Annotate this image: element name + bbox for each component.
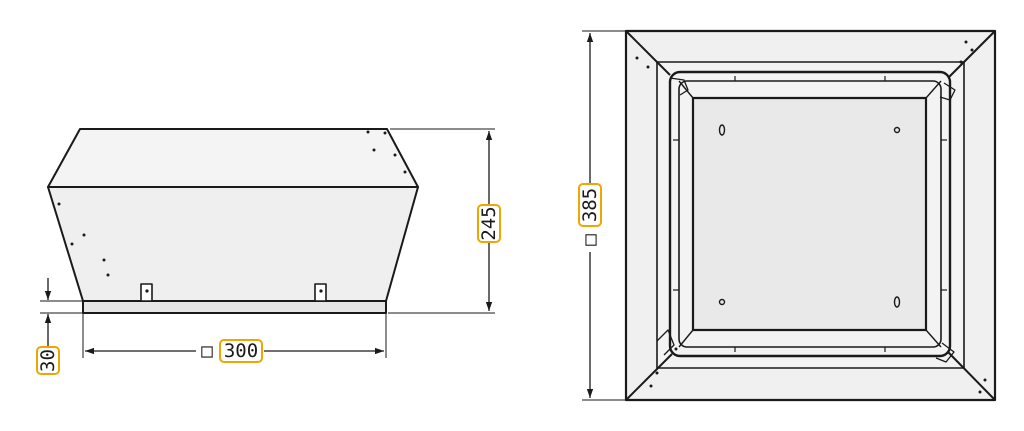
tab-bl — [656, 329, 675, 356]
top-view-rivets — [635, 40, 987, 394]
corner-line-bl — [625, 353, 673, 401]
size-label-text: 385 — [579, 188, 601, 222]
collar-inner — [678, 80, 942, 348]
side-view-rivets — [57, 130, 407, 293]
base-flange — [82, 300, 387, 314]
tab-tr — [939, 82, 956, 101]
size-dimension — [582, 30, 626, 401]
height-label-text: 245 — [478, 206, 500, 240]
plate — [691, 96, 928, 332]
collar-notches — [673, 76, 947, 352]
height-label: 245 — [477, 204, 501, 243]
tab-br — [935, 342, 955, 363]
size-square-symbol: □ — [579, 234, 601, 246]
corner-line-tr — [947, 30, 996, 79]
collar-outer — [668, 70, 952, 358]
corner-line-br — [947, 351, 996, 401]
plate-holes — [718, 124, 901, 308]
flange-dimension — [40, 278, 83, 346]
hood-top-face — [47, 128, 419, 188]
hood-body — [47, 186, 419, 302]
corner-line-tl — [625, 30, 671, 76]
width-label: 300 — [219, 339, 263, 363]
width-square-symbol: □ — [201, 340, 213, 362]
tab-tl — [669, 77, 689, 96]
side-view — [47, 128, 419, 314]
flange-label-text: 30 — [37, 349, 59, 372]
width-dimension — [82, 313, 387, 358]
width-label-text: 300 — [224, 340, 258, 362]
flange-label: 30 — [36, 346, 60, 375]
top-view — [624, 29, 997, 402]
size-label: 385 — [578, 183, 602, 227]
